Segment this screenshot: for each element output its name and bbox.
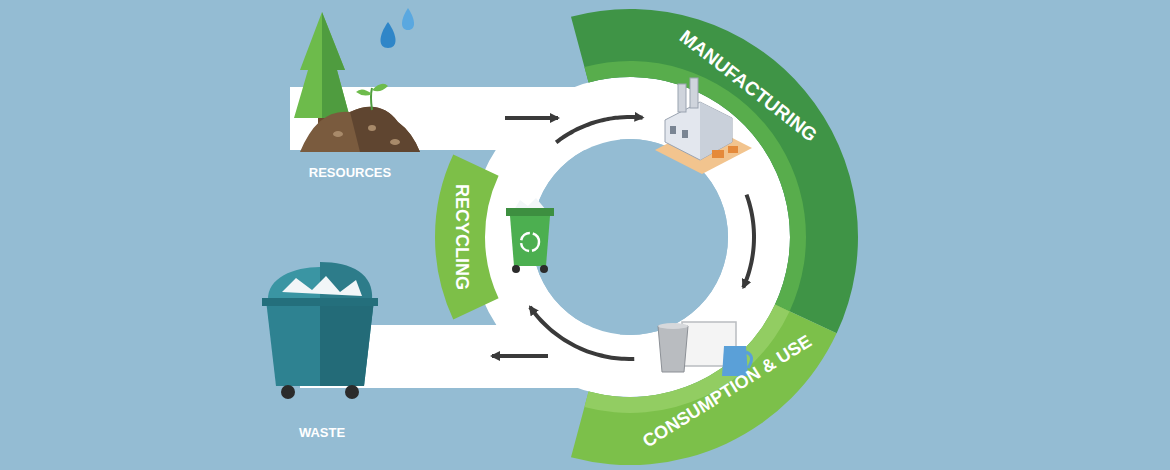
factory-icon [655,78,752,174]
stage-text: RECYCLING [451,184,471,290]
flow-arrow [743,195,754,288]
stage-text: RESOURCES [309,166,391,180]
flow-arrow [530,307,634,359]
soil-icon [300,84,420,152]
ring [435,9,858,465]
stage-label: RESOURCES [309,166,391,180]
stage-text: MANUFACTURING [675,26,820,146]
stage-label: WASTE [299,426,345,440]
water-drops [381,8,415,48]
goods-icon [658,322,752,376]
flow-arrow [505,116,558,120]
stage-label: MANUFACTURING [675,26,820,146]
white-ring [470,77,790,397]
stage-text: WASTE [299,426,345,440]
stage-label: RECYCLING [451,184,471,290]
recycle-bin-icon [506,198,554,273]
flow-arrow [556,117,642,142]
dumpster-icon [262,262,378,399]
stage-label: CONSUMPTION & USE [640,332,816,452]
stage-text: CONSUMPTION & USE [640,332,816,452]
flow-arrow [492,354,548,358]
recycling-band [435,155,499,320]
